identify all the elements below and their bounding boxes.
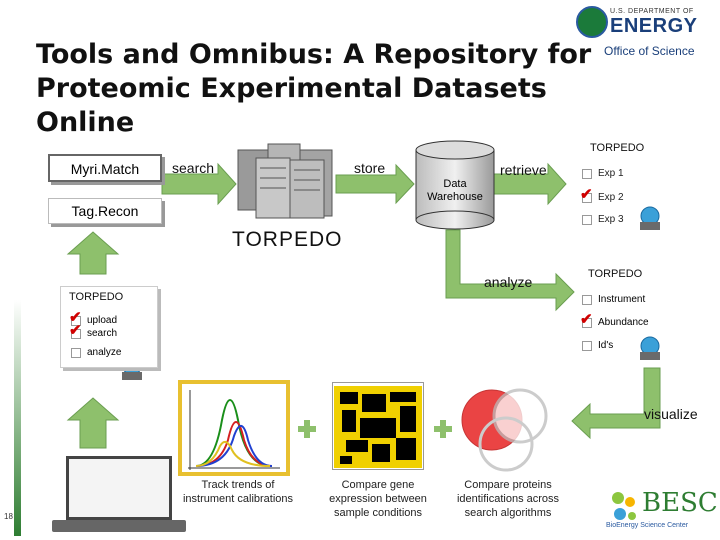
checkbox-label: upload — [87, 315, 118, 326]
visualize-label: visualize — [644, 406, 698, 422]
checkbox[interactable]: ✔ — [580, 312, 593, 328]
doe-office-text: Office of Science — [604, 44, 695, 58]
torpedo-panel-tools: TORPEDO ✔ upload ✔ search analyze — [60, 286, 158, 368]
retrieve-arrow — [487, 162, 567, 206]
gene-thumbnail-frame — [332, 382, 424, 470]
besc-subtitle: BioEnergy Science Center — [606, 522, 689, 529]
torpedo-panel-analysis: TORPEDO Instrument ✔ Abundance Id's — [570, 266, 670, 356]
exp1-checkbox-row[interactable]: Exp 1 — [582, 168, 624, 179]
server-rack-icon — [237, 143, 333, 219]
instrument-checkbox-row[interactable]: Instrument — [582, 294, 645, 305]
checkbox-label: Exp 3 — [598, 214, 624, 225]
page-number: 18 — [4, 512, 13, 521]
checkbox-label: Exp 1 — [598, 168, 624, 179]
search-arrow — [161, 162, 237, 206]
laptop-icon — [66, 456, 172, 520]
title-line-1: Tools and Omnibus: A Repository for — [36, 39, 592, 70]
checkbox-label: Abundance — [598, 317, 649, 328]
checkmark-icon: ✔ — [69, 321, 82, 339]
torpedo-panel-experiments: TORPEDO Exp 1 ✔ Exp 2 Exp 3 — [570, 140, 662, 228]
checkbox[interactable]: ✔ — [69, 310, 82, 326]
venn-diagram-thumbnail — [461, 388, 548, 472]
title-line-2: Proteomic Experimental Datasets Online — [36, 73, 547, 138]
checkbox[interactable] — [582, 168, 592, 179]
trends-thumbnail-frame — [178, 380, 290, 476]
checkbox-label: Id's — [598, 340, 614, 351]
left-accent-bar — [14, 300, 21, 536]
checkbox-label: search — [87, 328, 118, 339]
store-label: store — [354, 160, 386, 176]
checkbox-label: Exp 2 — [598, 192, 624, 203]
computer-globe-icon-top — [640, 206, 660, 230]
search-checkbox-row[interactable]: ✔ search — [69, 323, 118, 340]
up-arrow-top — [66, 231, 120, 275]
torpedo-center-label: TORPEDO — [232, 228, 343, 251]
checkmark-icon: ✔ — [69, 308, 82, 326]
checkbox-label: analyze — [87, 347, 122, 358]
data-warehouse-icon — [415, 140, 495, 230]
checkbox[interactable] — [582, 294, 592, 305]
checkmark-icon: ✔ — [580, 310, 593, 328]
store-arrow — [335, 163, 415, 205]
checkbox[interactable]: ✔ — [580, 187, 593, 203]
panel-title: TORPEDO — [590, 142, 645, 154]
besc-logo: BESC BioEnergy Science Center — [606, 488, 718, 532]
search-label: search — [172, 160, 215, 176]
panel-title: TORPEDO — [69, 291, 124, 303]
checkmark-icon: ✔ — [580, 185, 593, 203]
analyze-label: analyze — [484, 274, 533, 290]
doe-seal-icon — [576, 6, 608, 38]
computer-globe-icon-mid — [640, 336, 660, 360]
exp2-checkbox-row[interactable]: ✔ Exp 2 — [580, 187, 624, 204]
gene-heatmap-thumbnail — [334, 386, 422, 468]
doe-energy-text: ENERGY — [610, 15, 698, 37]
checkbox[interactable] — [582, 214, 592, 225]
tagrecon-box: Tag.Recon — [48, 198, 162, 224]
myrimatch-box: Myri.Match — [48, 154, 162, 182]
exp3-checkbox-row[interactable]: Exp 3 — [582, 214, 624, 225]
checkbox-label: Instrument — [598, 294, 646, 305]
visualize-arrow — [571, 367, 661, 440]
analyze-checkbox-row[interactable]: analyze — [71, 347, 121, 358]
besc-name: BESC — [642, 488, 718, 518]
doe-logo: U.S. DEPARTMENT OF ENERGY Office of Scie… — [574, 4, 714, 64]
retrieve-label: retrieve — [500, 162, 547, 178]
upload-checkbox-row[interactable]: ✔ upload — [69, 310, 118, 327]
trends-chart-thumbnail — [188, 390, 280, 470]
analyze-arrow — [445, 229, 575, 312]
proteins-caption: Compare proteins identifications across … — [456, 479, 560, 519]
checkbox[interactable]: ✔ — [69, 323, 82, 339]
checkbox[interactable] — [71, 347, 81, 358]
laptop-keyboard — [52, 520, 186, 532]
ids-checkbox-row[interactable]: Id's — [582, 340, 613, 351]
warehouse-label: Data Warehouse — [427, 178, 483, 203]
plus-icon-1 — [298, 420, 316, 438]
checkbox[interactable] — [582, 340, 592, 351]
up-arrow-bottom — [66, 397, 120, 449]
gene-caption: Compare gene expression between sample c… — [329, 479, 427, 519]
panel-title: TORPEDO — [588, 268, 643, 280]
trends-caption: Track trends of instrument calibrations — [182, 479, 294, 505]
doe-dept-text: U.S. DEPARTMENT OF — [610, 8, 694, 15]
page-title: Tools and Omnibus: A Repository for Prot… — [36, 38, 596, 140]
abundance-checkbox-row[interactable]: ✔ Abundance — [580, 312, 649, 329]
besc-leaf-icon — [612, 492, 636, 520]
plus-icon-2 — [434, 420, 452, 438]
